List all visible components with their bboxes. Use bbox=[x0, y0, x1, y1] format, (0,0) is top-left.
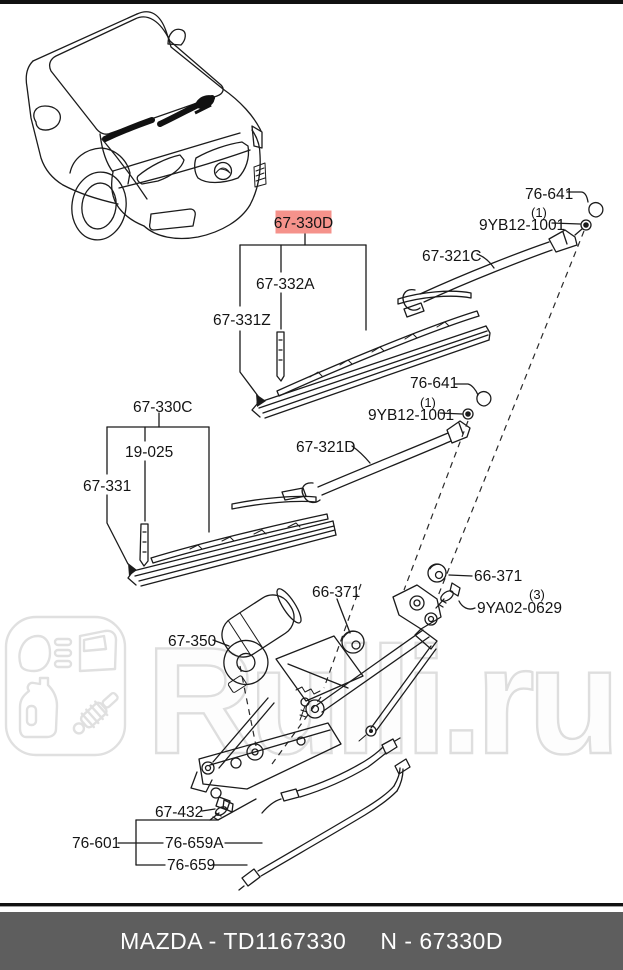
cap1-drawing bbox=[588, 201, 604, 218]
callout-67-350: 67-350 bbox=[168, 633, 217, 650]
grommet-right-drawing bbox=[427, 563, 473, 583]
callout-66-371-left: 66-371 bbox=[312, 584, 360, 601]
footer-part-number: N - 67330D bbox=[380, 927, 503, 954]
nut1-drawing bbox=[580, 219, 592, 231]
wiper-parts-diagram: Rulli.ru bbox=[0, 0, 623, 907]
callout-67-331z: 67-331Z bbox=[213, 312, 271, 329]
callout-qty-3: (3) bbox=[529, 587, 545, 602]
callout-9yb12-1001-top: 9YB12-1001 bbox=[479, 217, 565, 234]
car-sketch bbox=[25, 11, 267, 241]
callout-76-641-mid: 76-641 bbox=[410, 375, 458, 392]
top-border-line bbox=[0, 0, 623, 4]
headlight-right bbox=[251, 125, 263, 149]
callout-67-330c: 67-330C bbox=[133, 399, 192, 416]
mazda-emblem bbox=[213, 161, 233, 181]
shock-absorber-icon bbox=[72, 691, 119, 735]
callout-76-659: 76-659 bbox=[167, 857, 215, 874]
bottom-border-line bbox=[0, 903, 623, 907]
oil-canister-icon bbox=[18, 676, 59, 739]
callout-76-601: 76-601 bbox=[72, 835, 120, 852]
motor-axis-dashed bbox=[239, 665, 257, 747]
highlighted-part-box bbox=[275, 210, 332, 234]
callout-67-432: 67-432 bbox=[155, 804, 203, 821]
link-rod2 bbox=[370, 645, 437, 732]
front-wheel bbox=[71, 171, 127, 241]
headlight-left bbox=[136, 154, 185, 185]
callout-qty-1-mid: (1) bbox=[420, 395, 436, 410]
cowl-wipers bbox=[102, 95, 215, 142]
washer-group-bracket bbox=[117, 798, 263, 866]
arm2-hook bbox=[301, 482, 321, 504]
nut2-drawing bbox=[462, 408, 474, 420]
arm1-hook bbox=[402, 289, 421, 311]
callout-76-659a: 76-659A bbox=[165, 835, 224, 852]
grommet-axis-dashed2 bbox=[271, 696, 322, 765]
wiper-linkage-drawing bbox=[190, 584, 442, 811]
watermark-logo bbox=[4, 615, 127, 757]
callout-67-331: 67-331 bbox=[83, 478, 131, 495]
callout-76-641-top: 76-641 bbox=[525, 186, 573, 203]
wiper-blade-front-drawing bbox=[251, 289, 491, 419]
antenna bbox=[167, 28, 186, 46]
callout-9ya02-0629: 9YA02-0629 bbox=[477, 600, 562, 617]
blade1-bracket bbox=[239, 232, 367, 407]
pivot2-axis-dashed bbox=[403, 420, 469, 591]
callout-9yb12-1001-mid: 9YB12-1001 bbox=[368, 407, 454, 424]
callout-66-371-right: 66-371 bbox=[474, 568, 522, 585]
wiper-arm2-drawing bbox=[317, 383, 492, 496]
side-mirror bbox=[33, 105, 61, 131]
grille bbox=[194, 141, 250, 184]
fog-lamp bbox=[148, 208, 196, 231]
car-door-icon bbox=[78, 629, 118, 673]
callout-67-330d: 67-330D bbox=[274, 215, 333, 232]
blade2-bracket bbox=[106, 412, 210, 576]
mount-bolt-drawing bbox=[435, 582, 476, 610]
headlight-icon bbox=[18, 634, 73, 673]
wiper-motor-drawing bbox=[221, 588, 302, 693]
footer-catalog-code: MAZDA - TD1167330 bbox=[120, 927, 347, 954]
grommet-left-drawing bbox=[336, 598, 365, 654]
grommet-axis-dashed bbox=[323, 583, 362, 689]
cap2-drawing bbox=[476, 390, 492, 407]
callout-67-321c: 67-321C bbox=[422, 248, 481, 265]
callout-67-332a: 67-332A bbox=[256, 276, 315, 293]
wiper-blade-rear-drawing bbox=[127, 482, 337, 587]
callout-67-321d: 67-321D bbox=[296, 439, 355, 456]
callout-19-025: 19-025 bbox=[125, 444, 173, 461]
callout-qty-1-top: (1) bbox=[531, 205, 547, 220]
wiper-arm1-drawing bbox=[419, 191, 604, 303]
washer-hoses-drawing bbox=[238, 737, 411, 891]
footer-bar: MAZDA - TD1167330 N - 67330D bbox=[0, 912, 623, 970]
